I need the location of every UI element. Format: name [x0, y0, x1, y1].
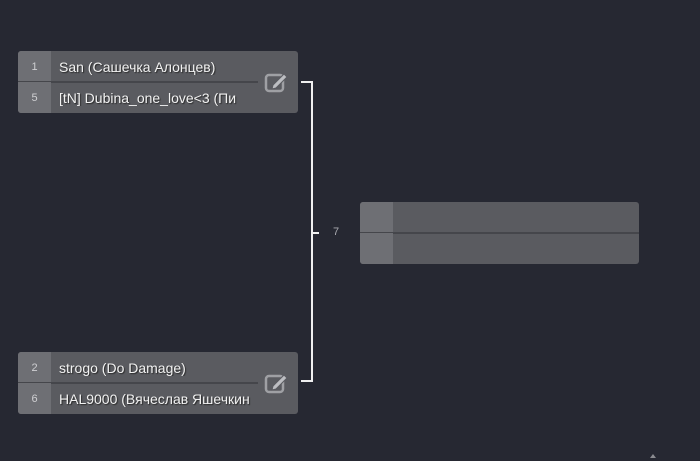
participant-row[interactable] [360, 233, 639, 264]
next-match [360, 202, 639, 264]
participant-row[interactable]: 2 strogo (Do Damage) [18, 352, 298, 383]
connector-line [301, 81, 313, 83]
connector-line [311, 81, 313, 382]
participant-row[interactable]: 5 [tN] Dubina_one_love<3 (Пи [18, 82, 298, 113]
edit-icon[interactable] [264, 70, 290, 94]
seed [360, 202, 393, 233]
match-1: 1 San (Сашечка Алонцев) 5 [tN] Dubina_on… [18, 51, 298, 113]
scroll-up-icon[interactable] [650, 454, 656, 458]
seed [360, 233, 393, 264]
participant-name: [tN] Dubina_one_love<3 (Пи [59, 89, 237, 106]
divider [18, 382, 258, 384]
divider [360, 232, 639, 234]
match-2: 2 strogo (Do Damage) 6 HAL9000 (Вячеслав… [18, 352, 298, 414]
seed: 1 [18, 51, 51, 82]
seed: 6 [18, 383, 51, 414]
participant-name: San (Сашечка Алонцев) [59, 58, 216, 75]
connector-line [301, 380, 313, 382]
participant-name: strogo (Do Damage) [59, 359, 186, 376]
seed: 5 [18, 82, 51, 113]
participant-row[interactable]: 6 HAL9000 (Вячеслав Яшечкин [18, 383, 298, 414]
connector-line [311, 232, 319, 234]
divider [18, 81, 258, 83]
edit-icon[interactable] [264, 371, 290, 395]
seed: 2 [18, 352, 51, 383]
participant-name: HAL9000 (Вячеслав Яшечкин [59, 390, 250, 407]
participant-row[interactable] [360, 202, 639, 233]
match-number: 7 [333, 226, 340, 238]
participant-row[interactable]: 1 San (Сашечка Алонцев) [18, 51, 298, 82]
